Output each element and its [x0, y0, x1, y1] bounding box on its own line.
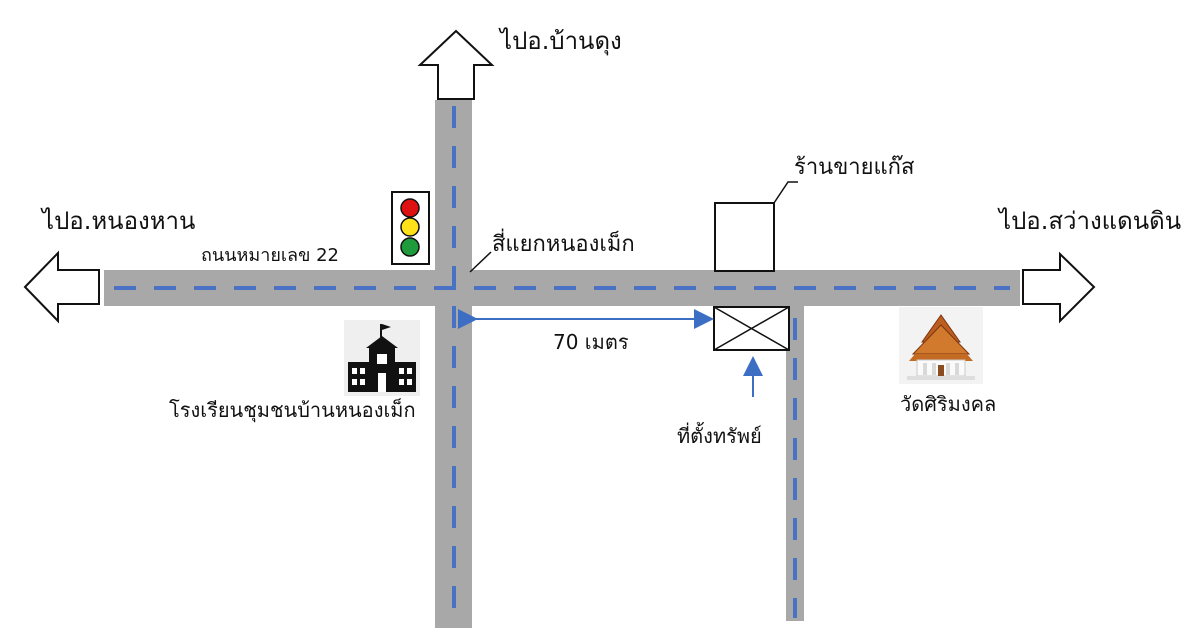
school-label: โรงเรียนชุมชนบ้านหนองเม็ก — [169, 397, 416, 423]
traffic-light-yellow — [400, 217, 420, 237]
gas-shop-box — [714, 202, 775, 272]
east-destination-label: ไปอ.สว่างแดนดิน — [997, 207, 1181, 235]
gas-shop-marker — [714, 181, 798, 272]
north-destination-label: ไปอ.บ้านดุง — [498, 27, 622, 56]
temple-label: วัดศิริมงคล — [900, 392, 996, 416]
property-marker-icon — [713, 306, 790, 351]
gas-shop-label: ร้านขายแก๊ส — [794, 155, 915, 180]
road-network — [104, 100, 1020, 628]
west-destination-label: ไปอ.หนองหาน — [40, 207, 195, 235]
distance-label: 70 เมตร — [553, 330, 629, 354]
traffic-light-red — [400, 198, 420, 218]
arrow-east-icon — [1022, 251, 1096, 324]
arrow-north-icon — [417, 29, 495, 100]
intersection-label: สี่แยกหนองเม็ก — [492, 228, 635, 257]
road-vertical-side — [786, 306, 804, 621]
traffic-light-green — [400, 237, 420, 257]
arrow-west-icon — [23, 250, 100, 324]
gas-shop-pointer — [773, 181, 798, 204]
intersection-pointer — [469, 251, 492, 273]
property-label: ที่ตั้งทรัพย์ — [677, 422, 762, 448]
direction-arrows — [23, 29, 1096, 324]
road-name-label: ถนนหมายเลข 22 — [201, 245, 339, 266]
traffic-light-icon — [391, 191, 430, 265]
school-icon — [344, 320, 420, 396]
temple-icon — [899, 307, 983, 384]
